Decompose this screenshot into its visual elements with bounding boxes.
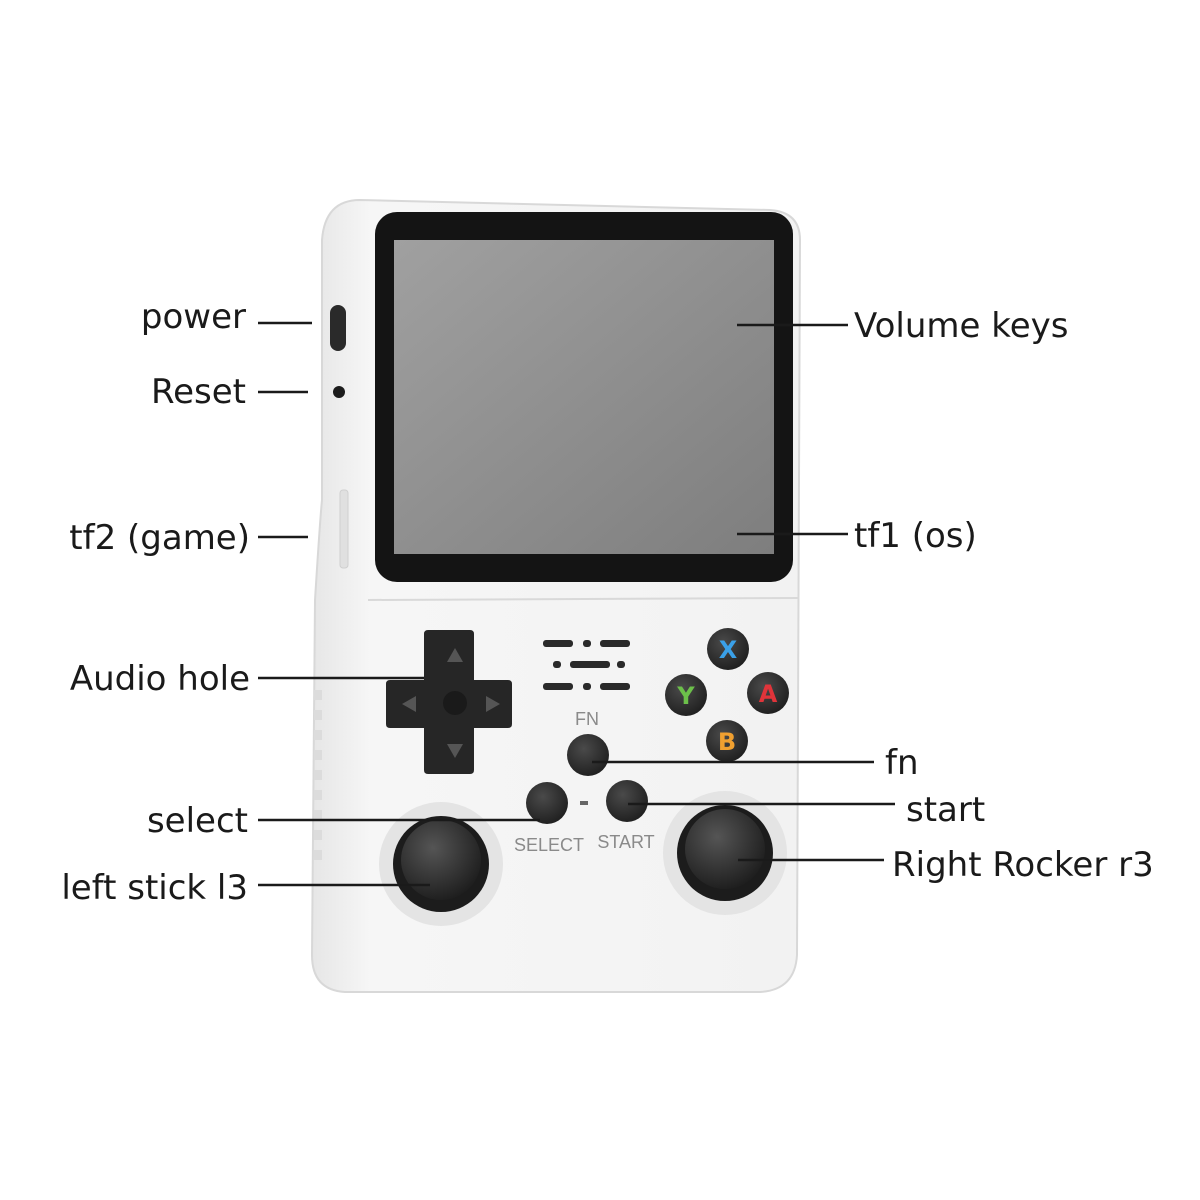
dpad-left-icon [402, 696, 416, 712]
power-button[interactable] [330, 305, 346, 351]
speaker-grille [543, 640, 630, 690]
callout-reset: Reset [151, 372, 246, 412]
dpad-down-icon [447, 744, 463, 758]
callout-left-stick: left stick l3 [61, 868, 248, 908]
callout-power: power [141, 297, 246, 337]
fn-button[interactable] [567, 734, 609, 776]
left-stick[interactable] [379, 802, 503, 926]
face-button-a[interactable]: A [747, 672, 789, 714]
select-device-label: SELECT [514, 835, 584, 855]
callout-select: select [147, 801, 248, 841]
callout-fn: fn [885, 743, 919, 783]
dpad-up-icon [447, 648, 463, 662]
face-button-x[interactable]: X [707, 628, 749, 670]
callout-audio-hole: Audio hole [70, 659, 250, 699]
callout-volume-keys: Volume keys [854, 306, 1069, 346]
start-device-label: START [597, 832, 654, 852]
b-letter: B [718, 728, 736, 756]
callout-lines [258, 321, 895, 887]
y-letter: Y [676, 682, 695, 710]
callout-right-rocker: Right Rocker r3 [892, 845, 1154, 885]
dpad[interactable] [386, 630, 512, 774]
status-led [580, 801, 588, 805]
right-stick[interactable] [663, 791, 787, 915]
start-button[interactable] [606, 780, 648, 822]
callout-tf1: tf1 (os) [854, 516, 977, 556]
screen [394, 240, 774, 554]
a-letter: A [759, 680, 778, 708]
reset-hole [333, 386, 345, 398]
tf2-card-slot [339, 489, 349, 569]
callout-tf2: tf2 (game) [69, 518, 250, 558]
face-button-y[interactable]: Y [665, 674, 707, 716]
grip-ridges [314, 690, 322, 860]
callout-start: start [906, 790, 985, 830]
fn-device-label: FN [575, 709, 599, 729]
face-button-b[interactable]: B [706, 720, 748, 762]
dpad-right-icon [486, 696, 500, 712]
x-letter: X [719, 636, 738, 664]
select-button[interactable] [526, 782, 568, 824]
